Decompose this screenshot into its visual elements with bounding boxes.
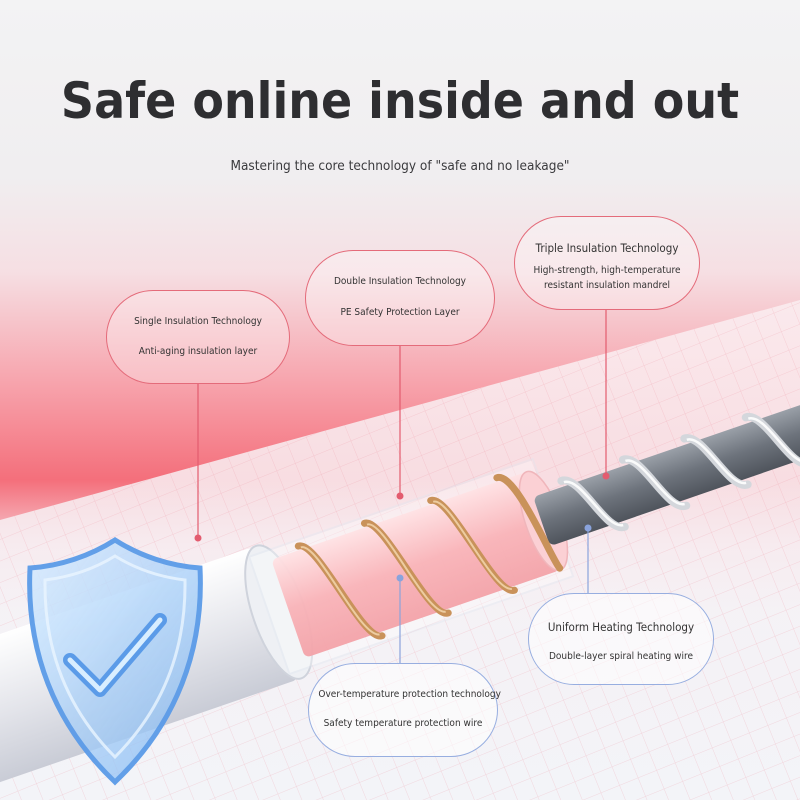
callout-detail: Double-layer spiral heating wire (548, 651, 694, 662)
insulation-mandrel (534, 404, 800, 545)
page-subtitle: Mastering the core technology of "safe a… (230, 158, 570, 174)
leader-dots (194, 472, 610, 582)
callout-over-temperature: Over-temperature protection technology S… (308, 663, 501, 757)
callout-single-insulation: Single Insulation Technology Anti-aging … (106, 290, 290, 384)
leader-lines (197, 310, 607, 663)
callout-uniform-heating: Uniform Heating Technology Double-layer … (528, 593, 714, 685)
callout-heading: Over-temperature protection technology (318, 689, 501, 700)
callout-detail-line1: High-strength, high-temperature (533, 265, 681, 276)
page-title: Safe online inside and out (60, 72, 740, 130)
callout-heading: Uniform Heating Technology (547, 620, 695, 634)
callout-heading: Double Insulation Technology (333, 276, 467, 287)
callout-heading: Triple Insulation Technology (535, 241, 679, 255)
shield-checkmark-icon (27, 537, 203, 786)
callout-detail-line2: resistant insulation mandrel (543, 280, 670, 291)
callout-double-insulation: Double Insulation Technology PE Safety P… (305, 250, 495, 346)
pe-protection-layer (272, 473, 559, 657)
callout-detail: Anti-aging insulation layer (138, 346, 258, 357)
cable (0, 404, 800, 793)
callout-triple-insulation: Triple Insulation Technology High-streng… (514, 216, 700, 310)
callout-heading: Single Insulation Technology (134, 316, 262, 327)
callout-detail: PE Safety Protection Layer (340, 307, 460, 318)
callout-detail: Safety temperature protection wire (323, 718, 483, 729)
